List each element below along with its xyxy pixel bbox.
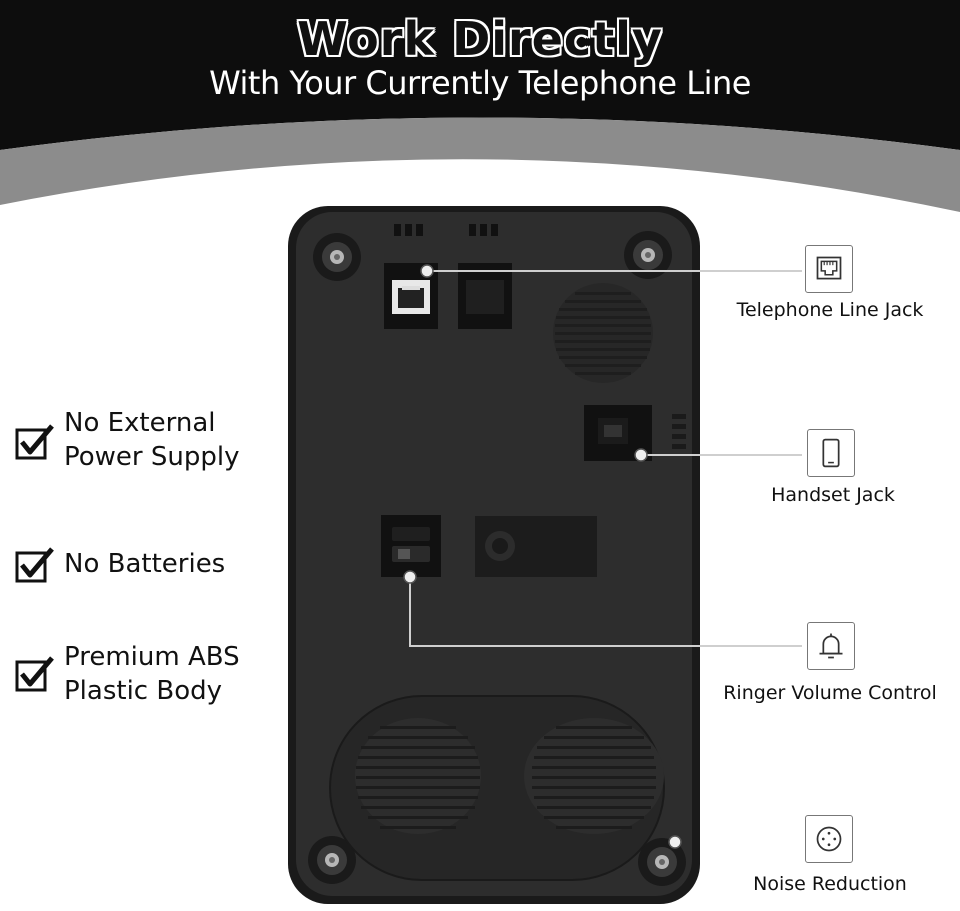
header-banner bbox=[0, 0, 960, 212]
phone-icon bbox=[807, 429, 855, 477]
callout-label-line-jack: Telephone Line Jack bbox=[736, 299, 924, 321]
checkbox-check-icon bbox=[15, 547, 54, 583]
callout-label-noise-reduction: Noise Reduction bbox=[753, 873, 907, 895]
feature-text: No External Power Supply bbox=[64, 408, 240, 472]
handset-jack bbox=[584, 405, 686, 461]
bell-icon bbox=[807, 622, 855, 670]
feature-item: No Batteries bbox=[14, 545, 225, 585]
checkbox-check-icon bbox=[15, 424, 54, 460]
feature-item: No External Power Supply bbox=[14, 406, 239, 474]
callout-label-ringer-volume: Ringer Volume Control bbox=[723, 682, 937, 704]
feature-text: No Batteries bbox=[64, 549, 226, 579]
callout-label-handset-jack: Handset Jack bbox=[771, 484, 895, 506]
extension-jack bbox=[458, 263, 512, 329]
leader-line-line-jack bbox=[420, 264, 802, 278]
screw-bottom-left bbox=[308, 836, 356, 884]
telephone-line-jack bbox=[384, 263, 438, 329]
bottom-left-grille bbox=[356, 726, 480, 829]
screw-bottom-right bbox=[638, 838, 686, 886]
feature-text: Premium ABS Plastic Body bbox=[64, 642, 240, 706]
bottom-right-grille bbox=[532, 726, 656, 829]
ringer-switch bbox=[381, 515, 441, 577]
leader-line-noise-reduction bbox=[668, 835, 682, 849]
page-title: Work Directly bbox=[297, 12, 663, 66]
screw-top-left bbox=[313, 233, 361, 281]
ethernet-port-icon bbox=[805, 245, 853, 293]
checkbox-check-icon bbox=[15, 656, 54, 692]
screw-top-right bbox=[624, 231, 672, 279]
feature-item: Premium ABS Plastic Body bbox=[14, 640, 240, 708]
speaker-grille-icon bbox=[805, 815, 853, 863]
page-subtitle: With Your Currently Telephone Line bbox=[209, 64, 751, 102]
top-speaker-grille bbox=[553, 283, 653, 383]
leader-line-handset-jack bbox=[634, 448, 802, 462]
leader-line-ringer bbox=[403, 570, 802, 647]
label-plate bbox=[475, 516, 597, 577]
